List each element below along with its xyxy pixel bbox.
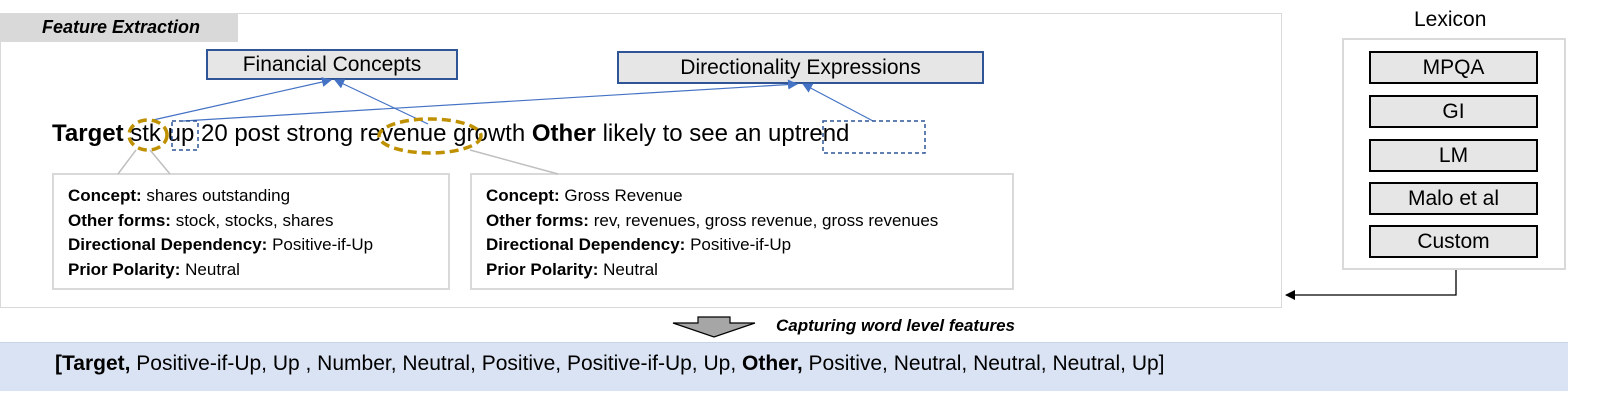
concept-card-shares: Concept: shares outstanding Other forms:… [52,173,450,290]
concept-label: Concept: [486,186,560,205]
concept-label: Concept: [68,186,142,205]
other-forms-value: rev, revenues, gross revenue, gross reve… [593,210,939,230]
prior-polarity-label: Prior Polarity: [486,259,599,279]
lexicon-panel [1342,38,1566,270]
feature-extraction-title: Feature Extraction [0,13,238,42]
other-forms-label: Other forms: [486,210,589,230]
callout-revenue-to-card [469,149,559,175]
sentence-word-growth: growth [453,120,526,147]
callout-stk-card-edge [149,149,171,175]
vector-other: Other, [742,352,803,375]
highlight-ellipse-revenue [377,117,483,155]
other-forms-label: Other forms: [68,210,171,230]
sentence-word-stk: stk [130,120,161,147]
highlight-box-up [171,120,199,151]
feature-vector-text: [Target, Positive-if-Up, Up , Number, Ne… [55,352,1165,376]
vector-open-bracket: [ [55,352,62,375]
highlight-ellipse-stk [127,118,169,152]
other-forms-value: stock, stocks, shares [175,210,334,230]
directionality-expressions-box: Directionality Expressions [617,51,984,84]
lexicon-item-malo: Malo et al [1369,182,1538,215]
directional-dependency-label: Directional Dependency: [486,235,686,254]
financial-concepts-box: Financial Concepts [206,49,458,80]
example-sentence: Target stk up 20 post strong revenue gro… [52,118,849,150]
callout-stk-to-card [117,149,137,175]
concept-card-revenue: Concept: Gross Revenue Other forms: rev,… [470,173,1014,290]
feature-vector-bar [0,342,1568,391]
lexicon-item-lm: LM [1369,139,1538,172]
sentence-other-word: Other [531,120,596,147]
vector-segment-1: Positive-if-Up, Up , Number, Neutral, Po… [130,352,742,375]
vector-target: Target, [62,352,131,375]
directional-dependency-label: Directional Dependency: [68,235,268,254]
lexicon-connector-arrow [1285,270,1457,300]
capturing-features-label: Capturing word level features [776,316,1015,335]
sentence-middle-words: 20 post strong [200,120,354,147]
lexicon-item-gi: GI [1369,95,1538,128]
prior-polarity-value: Neutral [603,259,658,279]
concept-value: shares outstanding [146,186,291,205]
down-arrow-icon [672,316,756,338]
prior-polarity-value: Neutral [185,259,240,279]
arrow-stk-to-financial-concepts [152,77,332,121]
lexicon-item-mpqa: MPQA [1369,51,1538,84]
sentence-target-word: Target [52,120,124,147]
directional-dependency-value: Positive-if-Up [272,235,374,254]
feature-extraction-panel [0,13,1282,308]
arrow-uptrend-to-directionality [802,83,874,122]
vector-segment-2: Positive, Neutral, Neutral, Neutral, Up] [802,352,1165,375]
sentence-word-revenue: revenue [359,120,447,147]
prior-polarity-label: Prior Polarity: [68,259,181,279]
lexicon-item-custom: Custom [1369,225,1538,258]
arrow-revenue-to-financial-concepts [334,79,429,125]
highlight-box-uptrend [822,120,926,154]
directional-dependency-value: Positive-if-Up [690,235,792,254]
sentence-word-uptrend: uptrend [768,120,850,147]
arrow-up-to-directionality [182,79,798,122]
concept-value: Gross Revenue [564,186,683,205]
lexicon-title: Lexicon [1414,8,1487,31]
sentence-tail-words: likely to see an [602,120,762,147]
